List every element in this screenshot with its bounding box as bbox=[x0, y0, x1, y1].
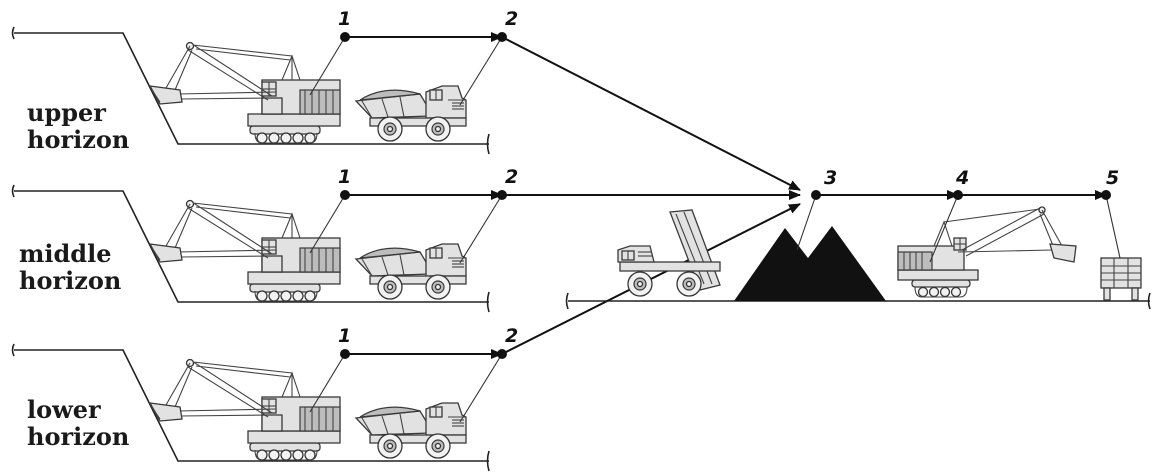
upper-horizon-label-line1: upper bbox=[27, 98, 106, 127]
storage-marker-5: 5 bbox=[1106, 167, 1119, 189]
storage-leader bbox=[1105, 194, 1121, 259]
upper-horizon-label-line2: horizon bbox=[27, 125, 130, 154]
middle-node-1 bbox=[340, 190, 350, 200]
lower-horizon-label-line2: horizon bbox=[27, 422, 130, 451]
upper-horizon-label: upper horizon bbox=[27, 99, 129, 153]
stockpile-marker-3: 3 bbox=[824, 167, 837, 189]
dump-truck-icon bbox=[355, 243, 467, 300]
lower-node-1 bbox=[340, 349, 350, 359]
stockpile-icon bbox=[734, 226, 886, 301]
excavator-icon bbox=[897, 206, 1077, 298]
lower-leader-2 bbox=[459, 353, 503, 423]
loader-marker-4: 4 bbox=[955, 167, 969, 189]
middle-horizon-label-line1: middle bbox=[19, 239, 112, 268]
lower-horizon-group: 1 2 bbox=[11, 325, 518, 472]
lower-leader-1 bbox=[309, 353, 346, 413]
middle-pit-outline bbox=[11, 184, 490, 313]
stockpile-ground-right-end bbox=[1147, 292, 1151, 310]
upper-pit-outline bbox=[11, 26, 490, 155]
middle-horizon-label-line2: horizon bbox=[19, 266, 122, 295]
upper-to-stockpile-arrow bbox=[501, 36, 801, 191]
dump-truck-icon bbox=[355, 402, 467, 459]
stockpile-node bbox=[811, 190, 821, 200]
stockpile-ground-left-end bbox=[565, 292, 569, 310]
middle-marker-2: 2 bbox=[505, 166, 518, 188]
storage-node bbox=[1101, 190, 1111, 200]
lower-marker-1: 1 bbox=[338, 325, 351, 347]
upper-leader-2 bbox=[459, 36, 503, 106]
lower-marker-2: 2 bbox=[505, 325, 518, 347]
upper-marker-1: 1 bbox=[338, 8, 351, 30]
loader-leader bbox=[929, 194, 959, 263]
dump-truck-icon bbox=[355, 85, 467, 142]
stockpile-leader bbox=[796, 194, 817, 251]
middle-leader-1 bbox=[309, 194, 346, 254]
upper-horizon-group: 1 2 bbox=[11, 8, 518, 155]
middle-horizon-group: 1 2 bbox=[11, 166, 518, 313]
dump-truck-icon bbox=[617, 209, 721, 297]
middle-marker-1: 1 bbox=[338, 166, 351, 188]
upper-node-1 bbox=[340, 32, 350, 42]
middle-leader-2 bbox=[459, 194, 503, 264]
lower-pit-outline bbox=[11, 343, 490, 472]
upper-leader-1 bbox=[309, 36, 346, 96]
lower-horizon-label-line1: lower bbox=[27, 395, 101, 424]
loader-node bbox=[953, 190, 963, 200]
middle-horizon-label: middle horizon bbox=[19, 240, 121, 294]
storage-bin-icon bbox=[1100, 257, 1142, 301]
upper-marker-2: 2 bbox=[505, 8, 518, 30]
lower-horizon-label: lower horizon bbox=[27, 396, 129, 450]
